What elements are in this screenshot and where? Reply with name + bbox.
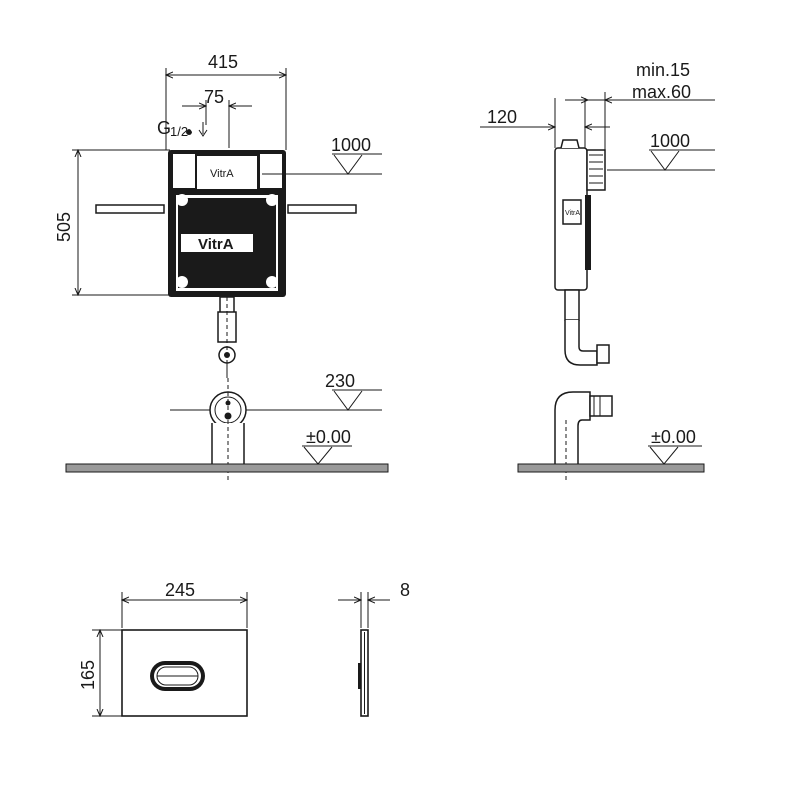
dimension-plate-height: 165 xyxy=(78,630,122,716)
level-top-side-label: 1000 xyxy=(650,131,690,151)
frame-height-label: 505 xyxy=(54,212,74,242)
side-outlet-bend xyxy=(554,391,613,480)
side-view: 120 min.15 max.60 VitrA xyxy=(480,60,715,480)
dimension-depth: 120 xyxy=(480,98,610,148)
inlet-thread-half-label: 1/2 xyxy=(170,124,188,139)
dimension-inlet-offset: 75 xyxy=(182,87,252,148)
depth-label: 120 xyxy=(487,107,517,127)
level-top-front-label: 1000 xyxy=(331,135,371,155)
level-top-side: 1000 xyxy=(607,131,715,171)
dimension-wall-thickness: min.15 max.60 xyxy=(565,60,715,150)
cistern-frame: VitrA VitrA xyxy=(95,150,357,378)
plate-thickness-label: 8 xyxy=(400,580,410,600)
dimension-frame-width: 415 xyxy=(166,52,286,150)
dimension-plate-width: 245 xyxy=(122,580,247,628)
flush-plate-front: 245 165 xyxy=(78,580,247,716)
inlet-arrow-icon xyxy=(198,122,208,137)
level-outlet-label: 230 xyxy=(325,371,355,391)
flush-plate-side: 8 xyxy=(338,580,410,717)
water-drop-icon xyxy=(186,129,192,135)
plate-height-label: 165 xyxy=(78,660,98,690)
cistern-side: VitrA xyxy=(554,139,610,366)
dimension-frame-height: 505 xyxy=(54,150,170,295)
dimension-plate-thickness: 8 xyxy=(338,580,410,628)
front-view: 415 75 G 1/2 505 xyxy=(54,52,389,482)
inlet-thread-annotation: G 1/2 xyxy=(157,118,208,139)
inlet-thread-label: G xyxy=(157,118,171,138)
logo-small: VitrA xyxy=(210,168,234,180)
logo-large: VitrA xyxy=(198,236,234,253)
floor-front-label: ±0.00 xyxy=(306,427,351,447)
inlet-offset-label: 75 xyxy=(204,87,224,107)
front-outlet: 230 xyxy=(170,371,382,482)
wall-max-label: max.60 xyxy=(632,82,691,102)
floor-front: ±0.00 xyxy=(65,427,389,473)
frame-width-label: 415 xyxy=(208,52,238,72)
floor-side-label: ±0.00 xyxy=(651,427,696,447)
plate-width-label: 245 xyxy=(165,580,195,600)
floor-side: ±0.00 xyxy=(517,427,705,473)
side-logo: VitrA xyxy=(565,210,580,217)
level-top-front: 1000 xyxy=(262,135,382,175)
wall-min-label: min.15 xyxy=(636,60,690,80)
